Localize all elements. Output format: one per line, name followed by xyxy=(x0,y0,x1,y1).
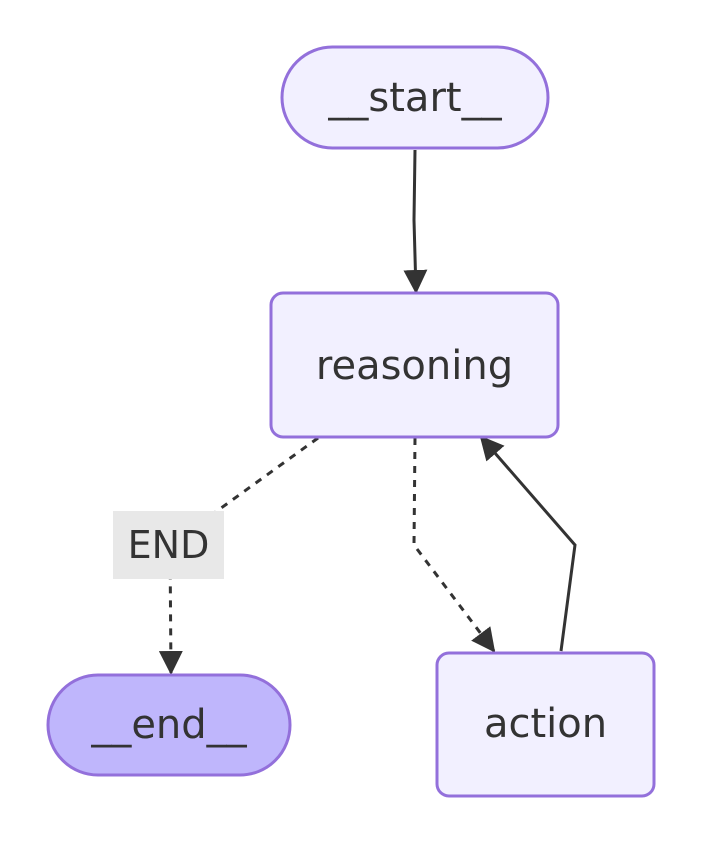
edge-action-to-reasoning xyxy=(479,435,577,652)
edge-reasoning-to-action xyxy=(412,437,496,653)
node-reasoning-label: reasoning xyxy=(316,343,513,389)
node-action-label: action xyxy=(484,701,607,747)
edge-start-to-reasoning xyxy=(403,149,428,294)
node-start[interactable]: __start__ xyxy=(280,45,550,150)
edge-label-end-text: END xyxy=(128,523,210,567)
edge-label-end: END xyxy=(113,511,224,579)
node-reasoning[interactable]: reasoning xyxy=(269,291,560,439)
node-end[interactable]: __end__ xyxy=(46,673,292,777)
node-start-label: __start__ xyxy=(327,75,502,121)
node-action[interactable]: action xyxy=(435,651,656,798)
node-end-label: __end__ xyxy=(90,702,247,748)
